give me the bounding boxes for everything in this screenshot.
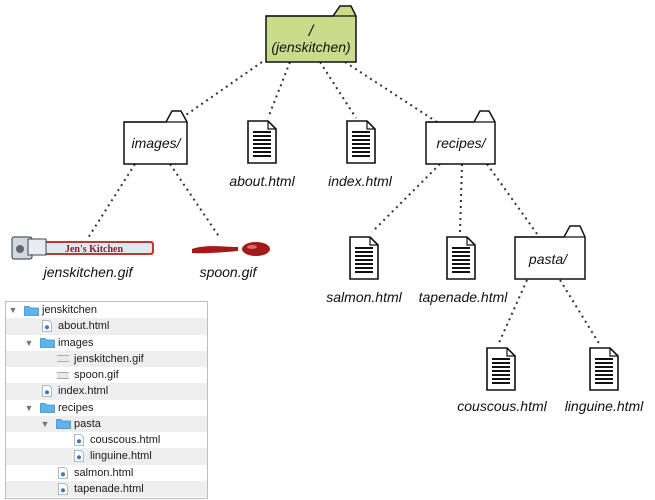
html-file-icon <box>42 385 52 398</box>
tree-row-label: salmon.html <box>74 466 134 479</box>
spoon-gif-label: spoon.gif <box>200 264 259 280</box>
tree-row-label: recipes <box>58 401 94 414</box>
salmon-html-label: salmon.html <box>326 289 402 305</box>
document-icon <box>446 236 476 280</box>
document-icon <box>247 120 277 164</box>
html-file-icon <box>58 482 68 495</box>
root-folder-title: / <box>308 23 315 40</box>
logo-text: Jen's Kitchen <box>65 244 123 255</box>
document-icon <box>346 120 376 164</box>
tapenade-html-label: tapenade.html <box>419 289 509 305</box>
jenskitchen-logo-image: Jen's Kitchen <box>11 236 154 260</box>
folder-icon <box>40 402 55 414</box>
folder-icon <box>56 418 71 430</box>
connector-lines <box>87 61 601 346</box>
file-tree-panel: ▼ jenskitchen about.html ▼ images jenskitchen… <box>5 301 208 499</box>
disclosure-triangle-icon[interactable]: ▼ <box>24 337 34 348</box>
index-html-node: index.html <box>328 120 393 189</box>
tree-row[interactable]: jenskitchen.gif <box>6 350 207 367</box>
tree-row[interactable]: index.html <box>6 383 207 400</box>
tree-row-label: couscous.html <box>90 434 161 447</box>
html-file-icon <box>74 450 84 463</box>
tree-row-label: about.html <box>58 320 110 333</box>
images-folder-label: images/ <box>131 135 182 151</box>
tree-row-label: index.html <box>58 385 109 398</box>
root-folder-subtitle: (jenskitchen) <box>271 39 350 55</box>
tree-row-label: linguine.html <box>90 450 152 463</box>
tree-row[interactable]: ▼ pasta <box>6 415 207 432</box>
spoon-image <box>192 242 270 256</box>
salmon-html-node: salmon.html <box>326 236 403 305</box>
recipes-folder-label: recipes/ <box>436 135 487 151</box>
linguine-html-node: linguine.html <box>565 347 644 414</box>
tapenade-html-node: tapenade.html <box>419 236 509 305</box>
tree-row-label: jenskitchen <box>42 304 98 317</box>
about-html-label: about.html <box>229 173 295 189</box>
pasta-folder-node: pasta/ <box>514 225 586 280</box>
couscous-html-node: couscous.html <box>457 347 548 414</box>
spoon-gif-node: spoon.gif <box>192 242 270 280</box>
tree-row[interactable]: about.html <box>6 318 207 335</box>
about-html-node: about.html <box>229 120 296 189</box>
html-file-icon <box>74 434 84 447</box>
folder-icon <box>40 337 55 349</box>
jenskitchen-gif-label: jenskitchen.gif <box>42 264 135 280</box>
tree-row-label: pasta <box>74 417 101 430</box>
linguine-html-label: linguine.html <box>565 398 644 414</box>
document-icon <box>589 347 619 391</box>
couscous-html-label: couscous.html <box>457 398 547 414</box>
index-html-label: index.html <box>328 173 393 189</box>
disclosure-triangle-icon[interactable]: ▼ <box>24 402 34 413</box>
tree-row-label: images <box>58 336 94 349</box>
document-icon <box>349 236 379 280</box>
image-file-icon <box>57 355 69 363</box>
tree-row[interactable]: spoon.gif <box>6 367 207 383</box>
disclosure-triangle-icon[interactable]: ▼ <box>40 418 50 429</box>
recipes-folder-node: recipes/ <box>425 110 496 165</box>
folder-icon <box>24 305 39 316</box>
pasta-folder-label: pasta/ <box>528 251 569 267</box>
tree-row[interactable]: ▼ jenskitchen <box>6 302 207 318</box>
tree-row[interactable]: ▼ images <box>6 335 207 351</box>
tree-row-label: jenskitchen.gif <box>74 352 144 365</box>
tree-row-label: tapenade.html <box>74 482 144 495</box>
tree-row[interactable]: ▼ recipes <box>6 400 207 416</box>
root-folder-node: / (jenskitchen) <box>265 5 357 63</box>
jenskitchen-gif-node: Jen's Kitchen jenskitchen.gif <box>11 236 154 280</box>
tree-row[interactable]: couscous.html <box>6 432 207 448</box>
images-folder-node: images/ <box>123 110 188 165</box>
html-file-icon <box>42 320 52 333</box>
tree-row[interactable]: salmon.html <box>6 465 207 481</box>
document-icon <box>486 347 516 391</box>
tree-row[interactable]: tapenade.html <box>6 480 207 497</box>
tree-row-label: spoon.gif <box>74 369 119 382</box>
html-file-icon <box>58 466 68 479</box>
image-file-icon <box>57 371 69 379</box>
tree-row[interactable]: linguine.html <box>6 448 207 465</box>
disclosure-triangle-icon[interactable]: ▼ <box>8 305 18 316</box>
